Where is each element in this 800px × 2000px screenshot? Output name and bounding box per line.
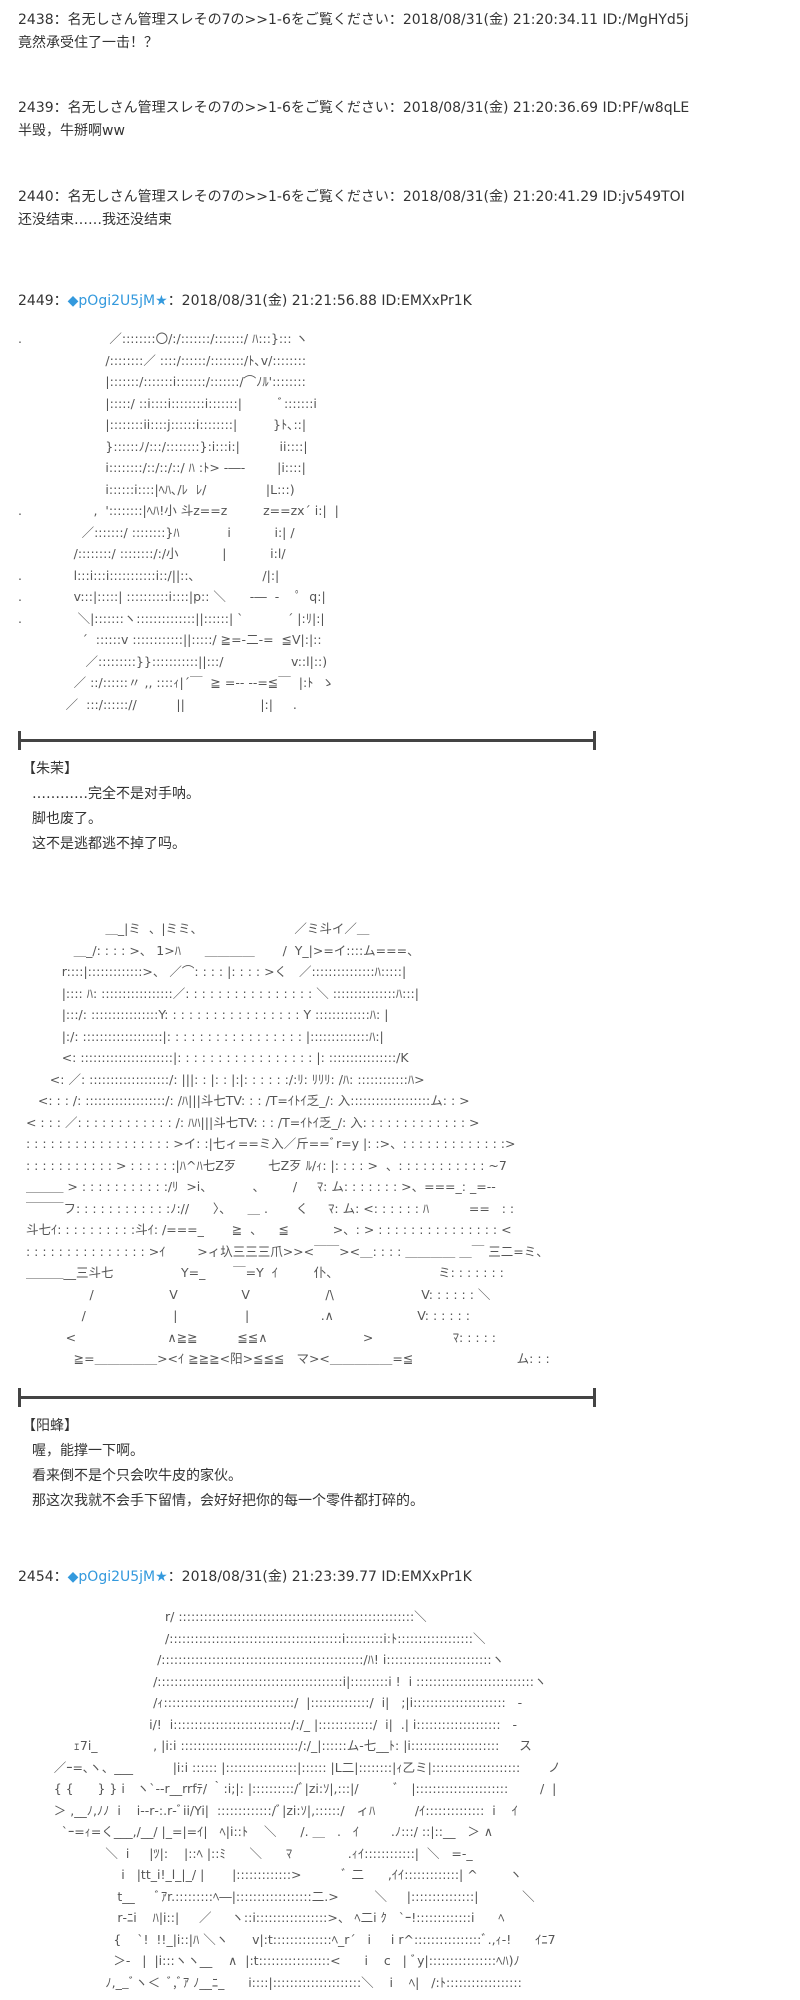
ascii-art-line: ＿＿＿__三斗七 Y=_ ￣=Y ｲ 仆、 ミ: : : : : : :: [18, 1265, 504, 1280]
ascii-art-line: r/ :::::::::::::::::::::::::::::::::::::…: [18, 1609, 427, 1624]
ascii-art-line: < ∧≧≧ ≦≦∧ > ﾏ: : : : :: [18, 1329, 496, 1345]
ascii-art-line: |:/: :::::::::::::::::::|: : : : : : : :…: [18, 1028, 384, 1044]
post-number: 2454：: [18, 1569, 68, 1585]
ascii-art-line: ＼ i |ﾂ|: |::ﾍ |::ﾐ ＼ ﾏ .ｨｲ::::::::::::| …: [18, 1845, 473, 1861]
ascii-art-line: t__ ﾞｱr.:::::::::ﾍ―|::::::::::::::::::二.…: [18, 1888, 535, 1904]
ascii-art-line: |:::::::/:::::::i:::::::/:::::::/⌒ﾉﾙ':::…: [18, 374, 306, 389]
post-meta: ：2018/08/31(金) 21:21:56.88 ID:EMXxPr1K: [167, 293, 472, 309]
ascii-art-line: i::::::::/::/::/::/ ﾊ :ﾄ> ‐―‐ |i::::|: [18, 460, 306, 475]
speaker-name: 【朱茉】: [22, 761, 78, 777]
ascii-art-line: < : : : ／: : : : : : : : : : : : /: ﾊﾊ||…: [18, 1114, 480, 1130]
ascii-art-line: . v:::|:::::| ::::::::::i::::|p:: ＼ ‐― -…: [18, 589, 326, 604]
ascii-art-line: ／ｰ=､ヽ、___ |i:i :::::: |:::::::::::::::::…: [18, 1759, 561, 1775]
divider: [18, 731, 596, 750]
ascii-art-line: { { } } i ヽ`‐-r__rrfﾃ/ ｀:i;|: |:::::::::…: [18, 1781, 557, 1796]
post-2440: 2440：名无しさん管理スレその7の>>1-6をご覧ください：2018/08/3…: [18, 186, 685, 232]
ascii-art-line: |::::::::ii::::j::::::i::::::::| }ﾄ､::|: [18, 417, 307, 432]
star-icon: ★: [155, 1569, 168, 1585]
ascii-art-line: <: ::::::::::::::::::::::|: : : : : : : …: [18, 1050, 409, 1065]
post-2438: 2438：名无しさん管理スレその7の>>1-6をご覧ください：2018/08/3…: [18, 9, 689, 55]
ascii-art-line: /::::::::/ ::::::::/:/小 | i:l/: [18, 546, 286, 561]
ascii-art-line: }::::::ﾉ/:::/::::::::}:i:::i:| ii::::|: [18, 438, 308, 454]
ascii-art-line: ＿_|ミ 、|ミミ、 ／ミ斗イ／＿: [18, 921, 370, 936]
ascii-art-line: ／:::::::/ ::::::::}ﾊ i i:| /: [18, 524, 295, 540]
ascii-art-line: i |tt_i!_l_|_/ | |:::::::::::::> ﾞ 二 ,ｲｲ…: [18, 1867, 522, 1882]
ascii-art-1: . ／::::::::〇/:/:::::::/:::::::/ ﾊ:::}:::…: [18, 328, 339, 715]
ascii-art-line: ｪ7i_ , |i:i ::::::::::::::::::::::::::::…: [18, 1738, 532, 1753]
ascii-art-line: . ／::::::::〇/:/:::::::/:::::::/ ﾊ:::}:::…: [18, 331, 309, 346]
ascii-art-line: : : : : : : : : : : : : : : : >ｲ >ィ圦三三三爪…: [18, 1243, 549, 1259]
ascii-art-line: 斗七ｲ: : : : : : : : : :斗ｲ: /===_ ≧ 、 ≦ >、…: [18, 1222, 512, 1237]
post-body: 竟然承受住了一击！？: [18, 35, 158, 51]
ascii-art-line: ＞ ,__ﾉ,ﾉﾉ i i‐‐r‐:.r‐ﾞii/Yi| :::::::::::…: [18, 1802, 518, 1818]
ascii-art-line: |:::::/ ::i::::i::::::::i:::::::| ﾞ:::::…: [18, 395, 317, 411]
post-header: 2440：名无しさん管理スレその7の>>1-6をご覧ください：2018/08/3…: [18, 189, 685, 205]
ascii-art-line: ＿＿＿ > : : : : : : : : : : :/ﾘ >i、 、 / ﾏ:…: [18, 1179, 496, 1194]
post-2454-header: 2454：◆pOgi2U5jM★：2018/08/31(金) 21:23:39.…: [18, 1566, 472, 1589]
post-body: 半毁，牛掰啊ww: [18, 123, 125, 139]
ascii-art-line: ／ :::/::::::// || |:| .: [18, 696, 297, 712]
post-meta: ：2018/08/31(金) 21:23:39.77 ID:EMXxPr1K: [167, 1569, 472, 1585]
dialogue-line: 那这次我就不会手下留情，会好好把你的每一个零件都打碎的。: [32, 1493, 424, 1509]
dialogue-line: 脚也废了。: [32, 811, 102, 827]
dialogue-line: 喔，能撑一下啊。: [32, 1443, 144, 1459]
ascii-art-line: i/! i::::::::::::::::::::::::::::/:/_ |:…: [18, 1716, 518, 1732]
ascii-art-line: r‐ﾆi ﾊ|i::| ／ ヽ::i:::::::::::::::::>、 ﾍ二…: [18, 1910, 505, 1925]
ascii-art-line: : : : : : : : : : : : : : : : : : : >イ: …: [18, 1136, 516, 1151]
ascii-art-line: ﾉ,__ﾞヽ＜ ﾞ,ﾞｱ ﾉ__ﾆ_ i::::|:::::::::::::::…: [18, 1974, 522, 1990]
author-trip-link[interactable]: ◆pOgi2U5jM: [67, 1569, 156, 1585]
star-icon: ★: [155, 293, 168, 309]
ascii-art-line: ＿_/: : : : >、 1>ﾊ ＿＿＿＿ / Y_|>=イ::::ム===、: [18, 942, 420, 958]
ascii-art-line: / | | .∧ V: : : : : :: [18, 1308, 470, 1323]
ascii-art-line: ￣￣￣フ: : : : : : : : : : : :ﾉ:// 〉、 ＿ . く…: [18, 1200, 515, 1216]
ascii-art-line: r::::|:::::::::::::>、 ／⌒: : : : |: : : :…: [18, 964, 407, 979]
ascii-art-line: /:::::::::::::::::::::::::::::::::::::::…: [18, 1673, 547, 1689]
post-body: 还没结束……我还没结束: [18, 212, 172, 228]
ascii-art-line: ´ ::::::v ::::::::::::||:::::/ ≧=‐二‐= ≦V…: [18, 632, 322, 647]
ascii-art-line: |:::/: ::::::::::::::::Y: : : : : : : : …: [18, 1007, 389, 1022]
post-header: 2439：名无しさん管理スレその7の>>1-6をご覧ください：2018/08/3…: [18, 100, 690, 116]
ascii-art-line: /:::::::::::::::::::::::::::::::::::::::…: [18, 1652, 505, 1667]
dialogue-line: 看来倒不是个只会吹牛皮的家伙。: [32, 1468, 242, 1484]
ascii-art-line: /::::::::／ ::::/::::::/::::::::/ﾄ､v/::::…: [18, 352, 307, 368]
dialogue-line: 这不是逃都逃不掉了吗。: [32, 836, 186, 852]
ascii-art-line: /:::::::::::::::::::::::::::::::::::::::…: [18, 1630, 486, 1646]
ascii-art-line: |:::: ﾊ: :::::::::::::::::／: : : : : : :…: [18, 985, 419, 1001]
post-header: 2438：名无しさん管理スレその7の>>1-6をご覧ください：2018/08/3…: [18, 12, 689, 28]
ascii-art-line: ≧=＿＿＿＿＿><ｲ ≧≧≧<阳>≦≦≦ マ><＿＿＿＿＿=≦ ム: : :: [18, 1351, 550, 1366]
post-2439: 2439：名无しさん管理スレその7の>>1-6をご覧ください：2018/08/3…: [18, 97, 689, 143]
ascii-art-line: <: : : /: :::::::::::::::::::/: /ﾊ|||斗七T…: [18, 1093, 470, 1108]
ascii-art-3: r/ :::::::::::::::::::::::::::::::::::::…: [18, 1606, 561, 1993]
dialogue-2: 【阳蜂】 喔，能撑一下啊。 看来倒不是个只会吹牛皮的家伙。 那这次我就不会手下留…: [22, 1414, 424, 1514]
ascii-art-line: : : : : : : : : : : : > : : : : : :|ﾊ^ﾊ七…: [18, 1157, 507, 1173]
ascii-art-line: . l:::i:::i:::::::::::i::/||::､ /|:|: [18, 567, 280, 583]
ascii-art-line: ／ ::/::::::〃 ,, ::::ｨ|´￣ ≧ =‐‐ ‐‐=≦￣ |:ﾄ…: [18, 675, 334, 690]
ascii-art-line: <: ／: :::::::::::::::::::/: |||: : |: : …: [18, 1071, 425, 1087]
ascii-art-line: { `! !!_|i::|ﾊ ＼ヽ v|:t::::::::::::::ﾍ_r´…: [18, 1931, 556, 1947]
author-trip-link[interactable]: ◆pOgi2U5jM: [67, 293, 156, 309]
ascii-art-line: i::::::i::::|ﾍﾊ､/ﾚ ﾚ/ |L:::): [18, 481, 295, 497]
ascii-art-line: . , '::::::::|ﾍﾊ!小 斗z==z z==zx´ i:| |: [18, 503, 339, 518]
post-number: 2449：: [18, 293, 68, 309]
dialogue-line: …………完全不是对手呐。: [32, 786, 200, 802]
post-2449-header: 2449：◆pOgi2U5jM★：2018/08/31(金) 21:21:56.…: [18, 290, 472, 313]
ascii-art-line: `ｰ=ｨ=く___,/__/ |_=|=ｲ| ﾍ|i::ﾄ ＼ /. ＿ . ｲ…: [18, 1824, 494, 1839]
speaker-name: 【阳蜂】: [22, 1418, 78, 1434]
ascii-art-line: . ＼|:::::::ヽ::::::::::::::||::::::| ` ´ …: [18, 610, 325, 626]
ascii-art-line: ／:::::::::}}:::::::::::||:::/ v::l|::): [18, 653, 328, 669]
ascii-art-2: ＿_|ミ 、|ミミ、 ／ミ斗イ／＿ ＿_/: : : : >、 1>ﾊ ＿＿＿＿…: [18, 918, 550, 1370]
dialogue-1: 【朱茉】 …………完全不是对手呐。 脚也废了。 这不是逃都逃不掉了吗。: [22, 757, 200, 857]
ascii-art-line: / V V /\ V: : : : : : ＼: [18, 1286, 491, 1302]
ascii-art-line: ＞‐ | |i:::ヽヽ__ ∧ |:t:::::::::::::::::< i…: [18, 1953, 520, 1968]
ascii-art-line: /ｨ:::::::::::::::::::::::::::::::/ |::::…: [18, 1695, 523, 1710]
divider: [18, 1388, 596, 1407]
